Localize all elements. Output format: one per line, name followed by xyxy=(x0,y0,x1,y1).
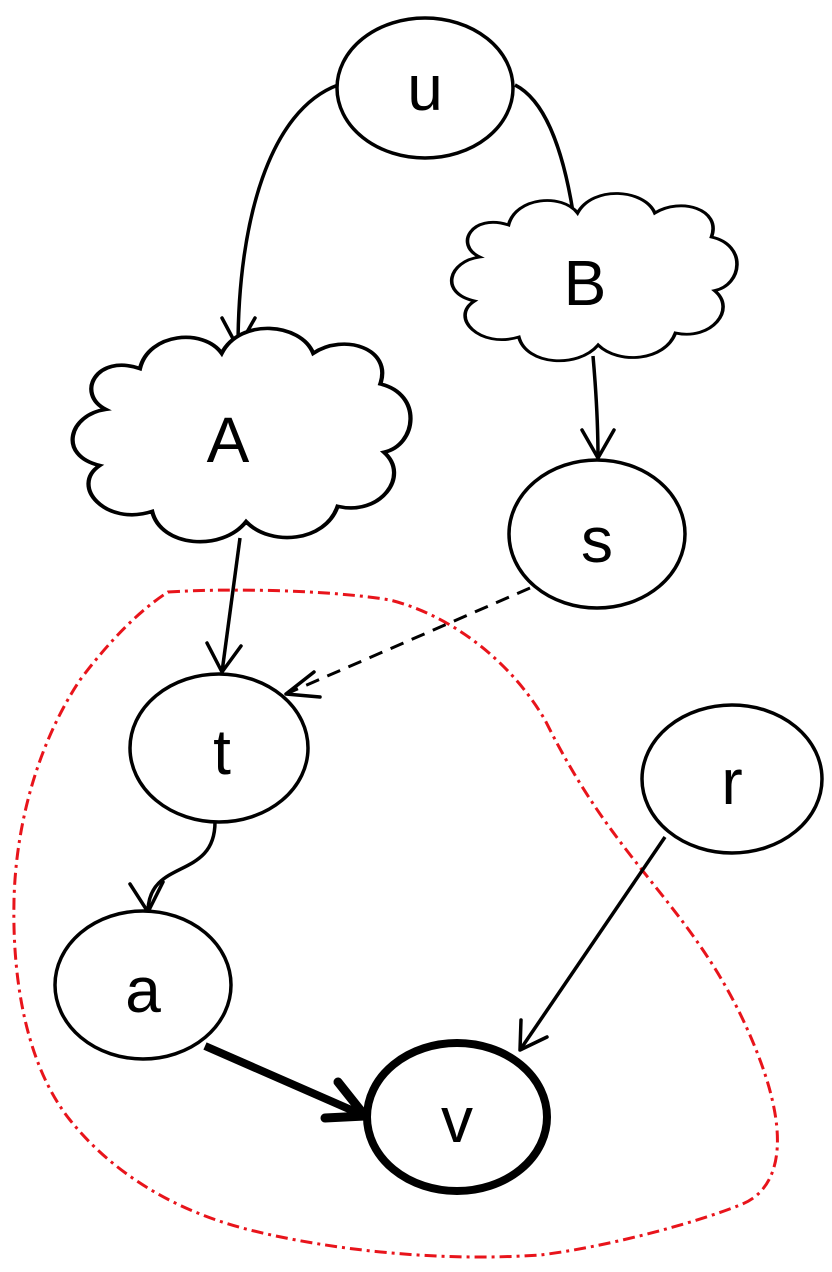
arrowhead-r-to-v xyxy=(518,1018,549,1052)
edge-u-to-b-cloud xyxy=(514,83,575,213)
node-v: v xyxy=(363,1039,551,1195)
node-a-label: a xyxy=(125,954,161,1026)
edge-a-to-v-bold xyxy=(203,1042,367,1120)
node-r-label: r xyxy=(721,746,742,818)
node-r: r xyxy=(640,703,824,855)
node-t: t xyxy=(128,672,310,824)
node-u-label: u xyxy=(407,52,443,124)
edge-a-cloud-to-t xyxy=(220,537,242,673)
edge-b-to-s xyxy=(591,355,600,459)
edge-t-to-a xyxy=(146,821,217,911)
edge-s-to-t-dashed xyxy=(285,586,531,696)
node-s: s xyxy=(507,458,687,610)
node-s-label: s xyxy=(581,504,613,576)
node-u: u xyxy=(335,16,515,160)
node-t-label: t xyxy=(213,716,231,788)
cut-boundary xyxy=(12,588,779,1259)
node-a: a xyxy=(53,909,233,1061)
edge-r-to-v xyxy=(518,836,667,1051)
arrowhead-t-to-a xyxy=(128,880,165,914)
node-a-cloud-label: A xyxy=(207,404,250,476)
node-b-cloud-label: B xyxy=(564,247,607,319)
node-v-label: v xyxy=(441,1084,473,1156)
node-a-cloud: A xyxy=(73,328,411,541)
edge-u-to-a-cloud xyxy=(236,83,339,349)
arrowhead-b-to-s xyxy=(580,428,616,460)
node-b-cloud: B xyxy=(449,191,739,363)
arrowhead-s-to-t xyxy=(284,670,322,699)
arrowhead-a-cloud-to-t xyxy=(205,641,243,674)
